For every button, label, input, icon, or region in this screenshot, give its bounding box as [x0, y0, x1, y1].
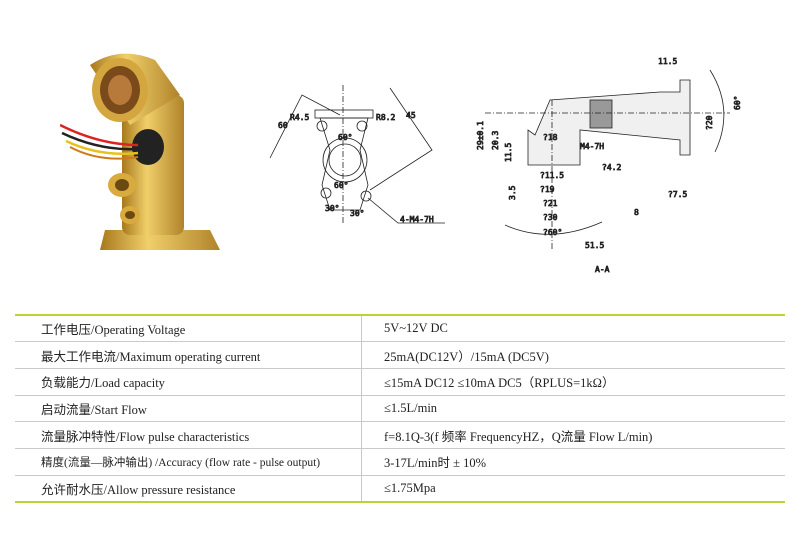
spec-label: 允许耐水压/Allow pressure resistance — [15, 475, 362, 503]
spec-label: 工作电压/Operating Voltage — [15, 314, 362, 343]
spec-label: 精度(流量—脉冲输出) /Accuracy (flow rate - pulse… — [15, 448, 362, 476]
label-thread: 4-M4-7H — [400, 215, 434, 224]
label-phi18: ?18 — [543, 133, 558, 142]
label-a60: 60° — [733, 96, 742, 110]
label-phi4-2: ?4.2 — [602, 163, 621, 172]
label-d8: 8 — [634, 208, 639, 217]
spec-value: 25mA(DC12V）/15mA (DC5V) — [361, 341, 785, 369]
section-title: A-A — [595, 265, 610, 274]
label-d3-5: 3.5 — [508, 185, 517, 200]
label-phi19: ?19 — [540, 185, 555, 194]
label-a3: 30° — [325, 204, 339, 213]
section-view: 11.5 29±0.1 20.3 11.5 3.5 ?18 ?11.5 ?19 … — [476, 57, 743, 275]
front-view: R4.5 R8.2 60° 60° 30° 30° 60 45 4-M4-7H — [269, 85, 445, 225]
label-d29: 29±0.1 — [476, 121, 485, 150]
label-phi11-5: ?11.5 — [540, 171, 564, 180]
label-d51-5: 51.5 — [585, 241, 604, 250]
table-row: 负载能力/Load capacity≤15mA DC12 ≤10mA DC5（R… — [15, 368, 785, 396]
label-phi60: ?60° — [543, 228, 562, 237]
label-d2: 45 — [406, 111, 416, 120]
spec-value: f=8.1Q-3(f 频率 FrequencyHZ，Q流量 Flow L/min… — [361, 421, 785, 449]
spec-label: 最大工作电流/Maximum operating current — [15, 341, 362, 369]
label-a4: 30° — [350, 209, 364, 218]
table-row: 启动流量/Start Flow≤1.5L/min — [15, 395, 785, 423]
spec-value: ≤15mA DC12 ≤10mA DC5（RPLUS=1kΩ） — [361, 368, 785, 396]
label-a2: 60° — [334, 181, 348, 190]
spec-label: 流量脉冲特性/Flow pulse characteristics — [15, 421, 362, 449]
spec-value: ≤1.5L/min — [361, 395, 785, 423]
product-photo — [60, 53, 220, 250]
spec-label: 负载能力/Load capacity — [15, 368, 362, 396]
label-d11-5: 11.5 — [504, 143, 513, 162]
label-d20-3: 20.3 — [491, 131, 500, 150]
spec-value: ≤1.75Mpa — [361, 475, 785, 503]
technical-drawing: R4.5 R8.2 60° 60° 30° 30° 60 45 4-M4-7H … — [269, 57, 743, 275]
spec-value: 5V~12V DC — [361, 314, 785, 343]
label-phi7-5: ?7.5 — [668, 190, 687, 199]
label-phi21: ?21 — [543, 199, 558, 208]
spec-value: 3-17L/min时 ± 10% — [361, 448, 785, 476]
label-m4: M4-7H — [580, 142, 604, 151]
label-r1: R4.5 — [290, 113, 309, 122]
label-a1: 60° — [338, 133, 352, 142]
spec-label: 启动流量/Start Flow — [15, 395, 362, 423]
label-phi20: ?20 — [705, 115, 714, 130]
label-r2: R8.2 — [376, 113, 395, 122]
label-d11-5-top: 11.5 — [658, 57, 677, 66]
label-phi30: ?30 — [543, 213, 558, 222]
table-row: 允许耐水压/Allow pressure resistance≤1.75Mpa — [15, 475, 785, 503]
table-row: 精度(流量—脉冲输出) /Accuracy (flow rate - pulse… — [15, 448, 785, 476]
label-d1: 60 — [278, 121, 288, 130]
